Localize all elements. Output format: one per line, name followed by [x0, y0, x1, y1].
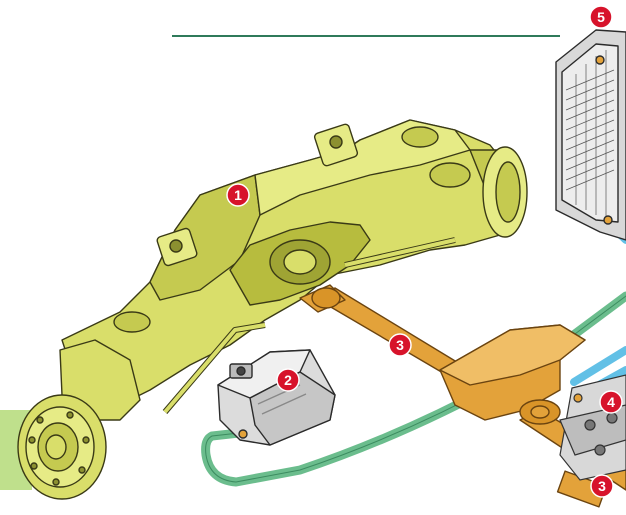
right-hub-icon [482, 146, 528, 238]
callout-2-label: 2 [284, 372, 292, 388]
wheel-hub-icon [17, 394, 107, 500]
callout-3-shaft: 3 [388, 333, 412, 357]
callout-4: 4 [599, 390, 623, 414]
oil-cooler-icon [555, 29, 626, 241]
axle-housing-icon [59, 119, 521, 421]
callout-3-label: 3 [396, 337, 404, 353]
callout-5: 5 [589, 5, 613, 29]
callout-1: 1 [226, 183, 250, 207]
callout-3-lower-label: 3 [598, 478, 606, 494]
callout-5-label: 5 [597, 9, 605, 25]
fluid-reservoir-icon [217, 349, 336, 446]
callout-2: 2 [276, 368, 300, 392]
callout-1-label: 1 [234, 187, 242, 203]
callout-4-label: 4 [607, 394, 615, 410]
callout-3-lower: 3 [590, 474, 614, 498]
hydraulic-valve-icon [559, 374, 626, 481]
